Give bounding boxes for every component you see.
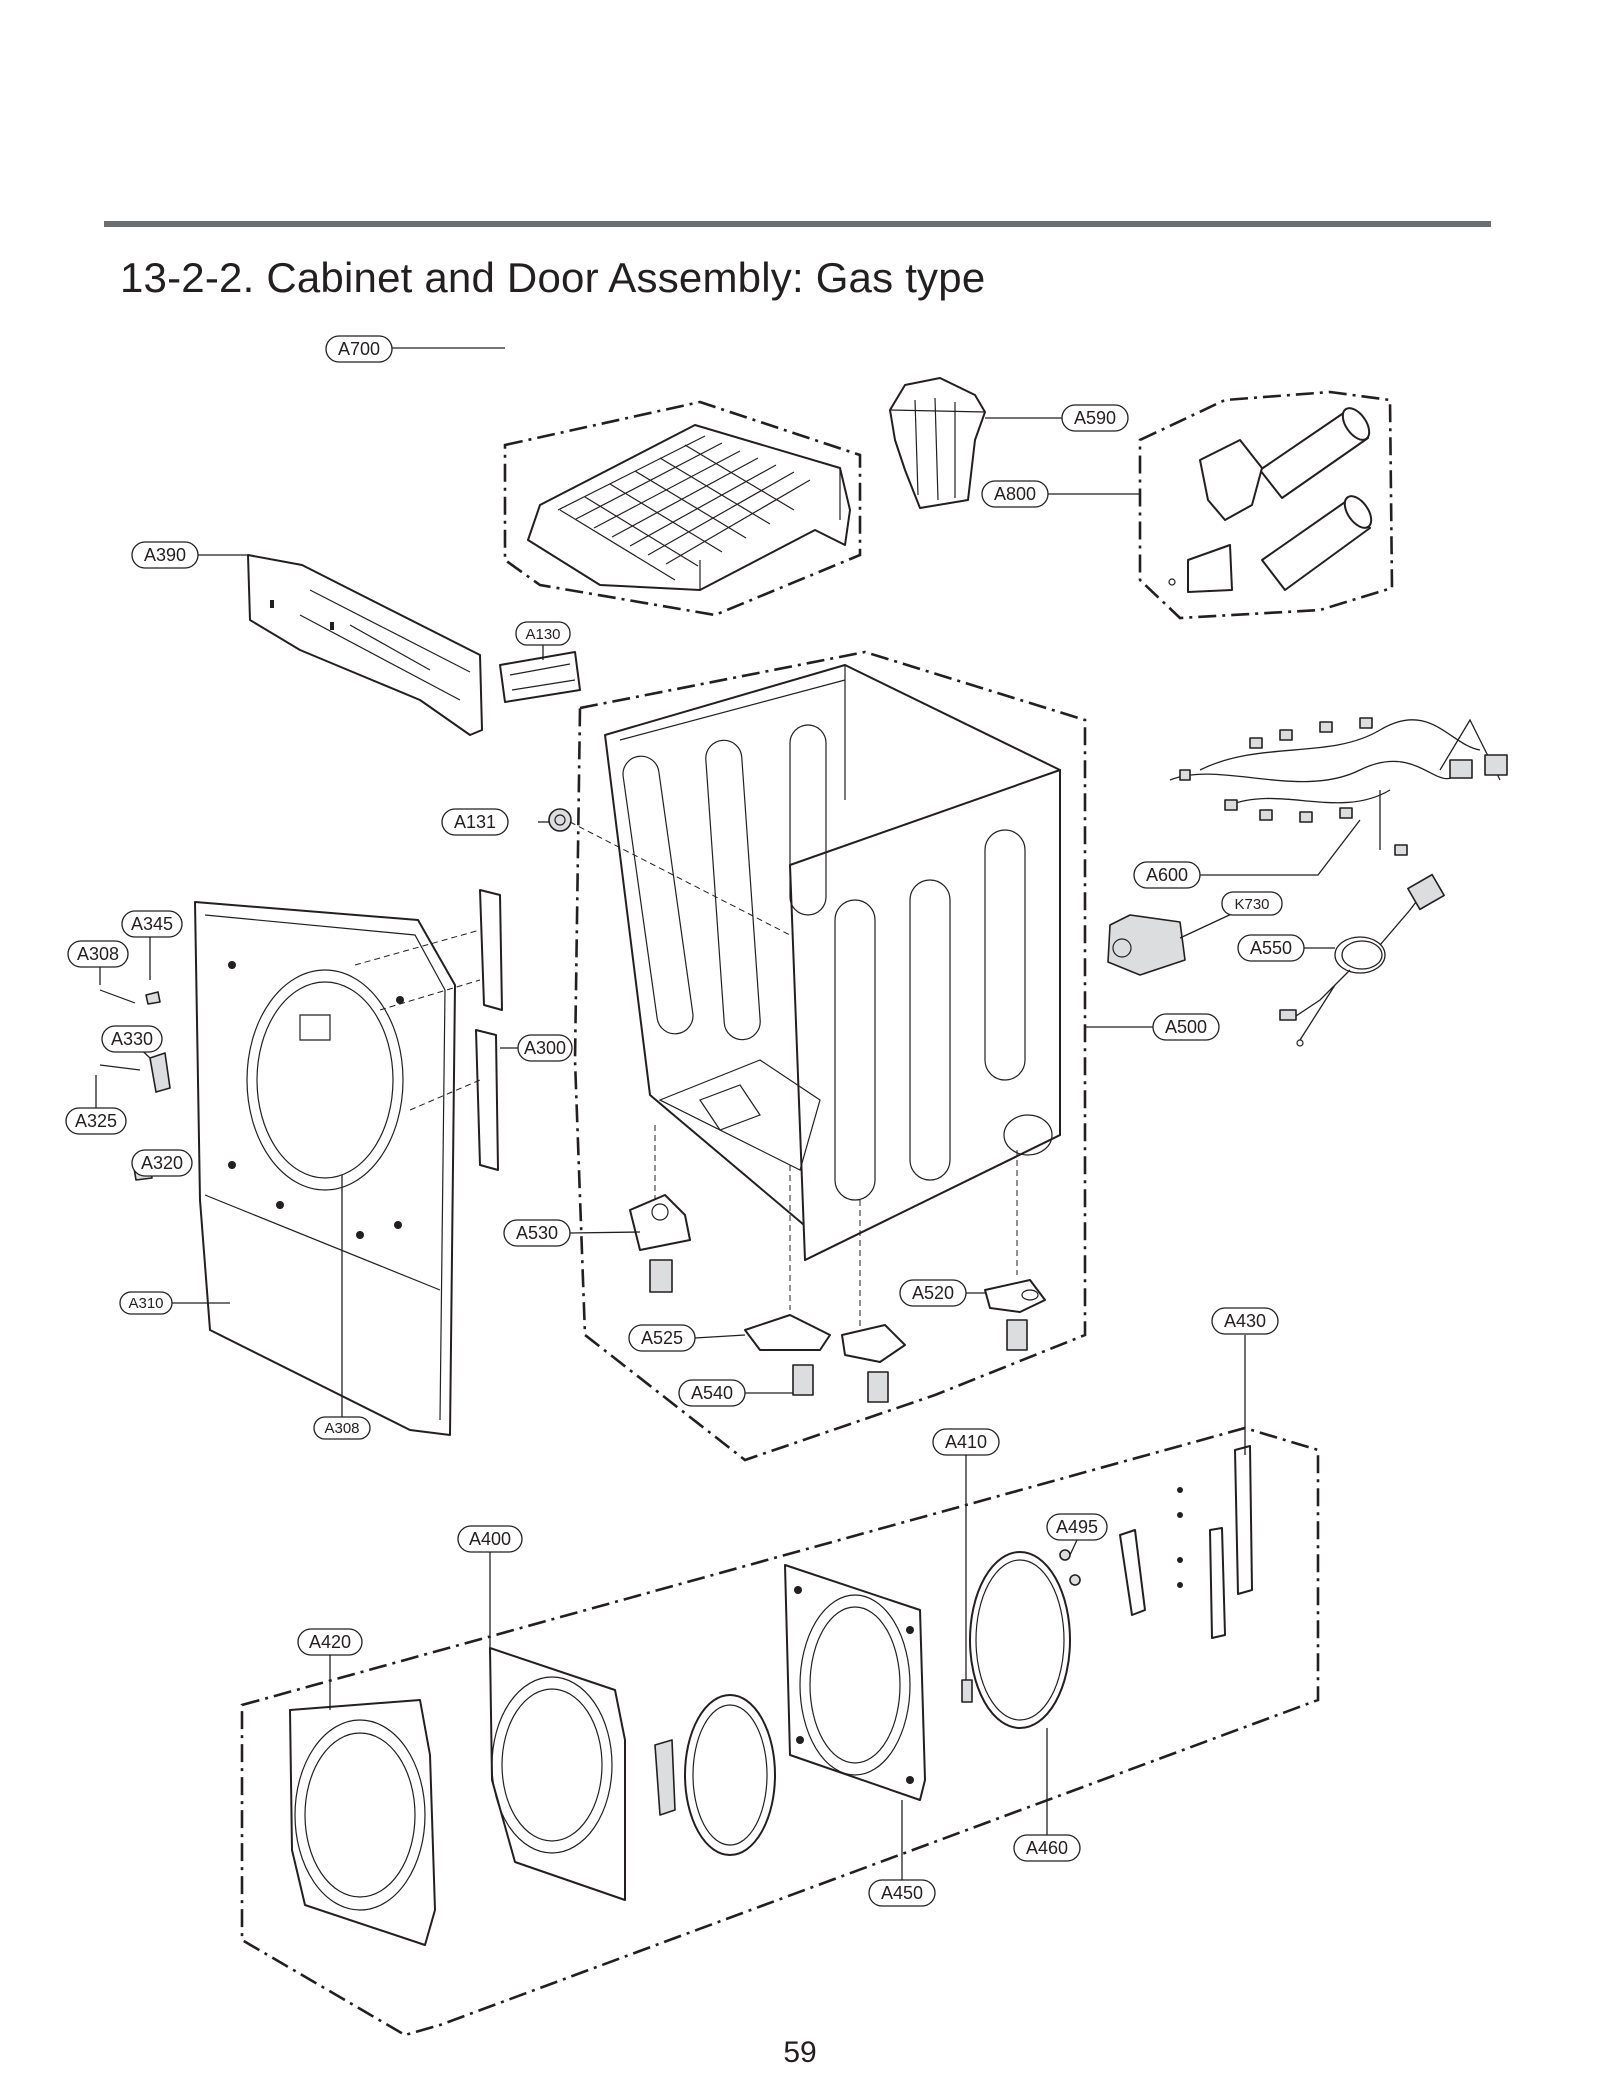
callout-a590: A590 [1061,404,1129,432]
svg-text:A310: A310 [128,1295,163,1312]
door-glass-part [684,1694,776,1856]
callout-a300: A300 [517,1034,573,1062]
callout-a345: A345 [121,910,183,938]
svg-text:A420: A420 [309,1632,351,1652]
callout-a390: A390 [131,541,199,569]
callout-a450: A450 [868,1879,936,1907]
callout-a800: A800 [981,480,1049,508]
callout-a460: A460 [1013,1834,1081,1862]
duct-kit-boundary [1138,390,1394,620]
callout-a550: A550 [1237,934,1305,962]
svg-text:A325: A325 [75,1111,117,1131]
callout-k730: K730 [1221,891,1283,916]
door-hinge-part [1059,1445,1253,1639]
callout-a308-bottom: A308 [313,1416,371,1440]
grommet-part [548,808,572,832]
vent-cover-part [889,377,986,509]
svg-text:A345: A345 [131,914,173,934]
svg-text:A390: A390 [144,545,186,565]
cabinet-part [604,664,1061,1261]
svg-text:A600: A600 [1146,865,1188,885]
callout-a430: A430 [1211,1307,1279,1335]
callout-a308-top: A308 [67,940,129,968]
callout-a600: A600 [1133,861,1201,889]
door-inner-frame-part [784,1564,926,1801]
callout-a325: A325 [65,1107,127,1135]
svg-text:A590: A590 [1074,408,1116,428]
duct-kit-part [1168,407,1373,593]
svg-text:A450: A450 [881,1883,923,1903]
cabinet-boundary [573,650,1087,1462]
callout-a131: A131 [441,808,509,836]
svg-text:A525: A525 [641,1328,683,1348]
callout-a330: A330 [101,1025,163,1053]
svg-text:A400: A400 [469,1529,511,1549]
callout-a420: A420 [297,1628,363,1656]
power-cord-part [1279,873,1445,1047]
wire-harness-part [1169,717,1508,856]
svg-text:A308: A308 [77,944,119,964]
svg-text:A495: A495 [1056,1517,1098,1537]
svg-text:A540: A540 [691,1383,733,1403]
callout-a410: A410 [932,1428,1000,1456]
top-panel-part [527,424,851,591]
hinge-bracket-part [354,889,503,1171]
svg-text:A430: A430 [1224,1311,1266,1331]
callout-a320: A320 [131,1149,193,1177]
door-gasket-part [969,1551,1071,1729]
callout-a495: A495 [1046,1513,1108,1541]
svg-text:A550: A550 [1250,938,1292,958]
svg-text:A320: A320 [141,1153,183,1173]
callout-a310: A310 [119,1291,173,1315]
page-title: 13-2-2. Cabinet and Door Assembly: Gas t… [120,254,986,301]
door-outer-panel-part [289,1699,436,1946]
svg-text:A300: A300 [524,1038,566,1058]
page-number: 59 [783,2036,817,2069]
callout-a700: A700 [325,335,393,363]
svg-text:A330: A330 [111,1029,153,1049]
svg-text:A800: A800 [994,484,1036,504]
svg-text:A530: A530 [516,1223,558,1243]
gas-valve-part [1107,914,1186,976]
callout-a520: A520 [899,1279,967,1307]
leg-bracket-part [629,1125,1046,1403]
front-panel-part [194,901,456,1436]
svg-text:A700: A700 [338,339,380,359]
callout-a130: A130 [515,621,571,646]
svg-text:A410: A410 [945,1432,987,1452]
pcb-connector-part [499,651,581,703]
svg-text:A500: A500 [1165,1017,1207,1037]
door-frame-part [489,1647,626,1901]
svg-text:A460: A460 [1026,1838,1068,1858]
svg-text:K730: K730 [1234,896,1269,913]
door-latch-part [961,1679,973,1703]
svg-text:A131: A131 [454,812,496,832]
svg-text:A520: A520 [912,1283,954,1303]
top-rule [104,221,1491,227]
callout-a540: A540 [678,1379,746,1407]
svg-text:A308: A308 [324,1420,359,1437]
callout-a500: A500 [1152,1013,1220,1041]
callout-a400: A400 [457,1525,523,1553]
door-handle-part [654,1739,676,1816]
callout-a525: A525 [628,1324,696,1352]
callout-a530: A530 [503,1219,571,1247]
svg-text:A130: A130 [525,626,560,643]
back-bracket-part [247,554,483,736]
top-panel-boundary [503,400,862,617]
